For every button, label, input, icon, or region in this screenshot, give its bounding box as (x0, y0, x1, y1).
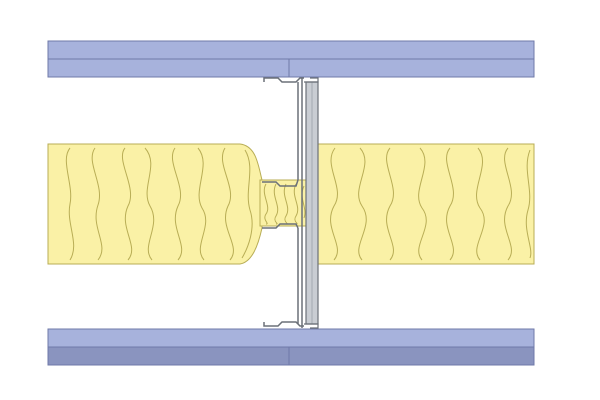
steel-stud-top-return (304, 77, 319, 83)
plasterboard-top-inner (47, 58, 535, 78)
insulation-right-fibres (330, 147, 532, 261)
steel-stud-bottom-return (304, 323, 319, 329)
steel-channel-top-flange (263, 77, 304, 83)
insulation-right (317, 143, 535, 265)
insulation-right-body (317, 143, 535, 265)
plasterboard-bottom (47, 328, 535, 366)
insulation-compressed-fibres (263, 183, 306, 225)
plasterboard-top (47, 40, 535, 78)
insulation-left-fibres (65, 147, 253, 261)
plasterboard-top-outer (47, 40, 535, 60)
plasterboard-bottom-outer (47, 346, 535, 366)
plasterboard-bottom-inner (47, 328, 535, 348)
steel-channel-bottom-flange (263, 321, 304, 327)
insulation-left-body (47, 143, 263, 265)
insulation-left (47, 143, 263, 265)
steel-stud (304, 77, 319, 329)
steel-channel (262, 77, 304, 328)
